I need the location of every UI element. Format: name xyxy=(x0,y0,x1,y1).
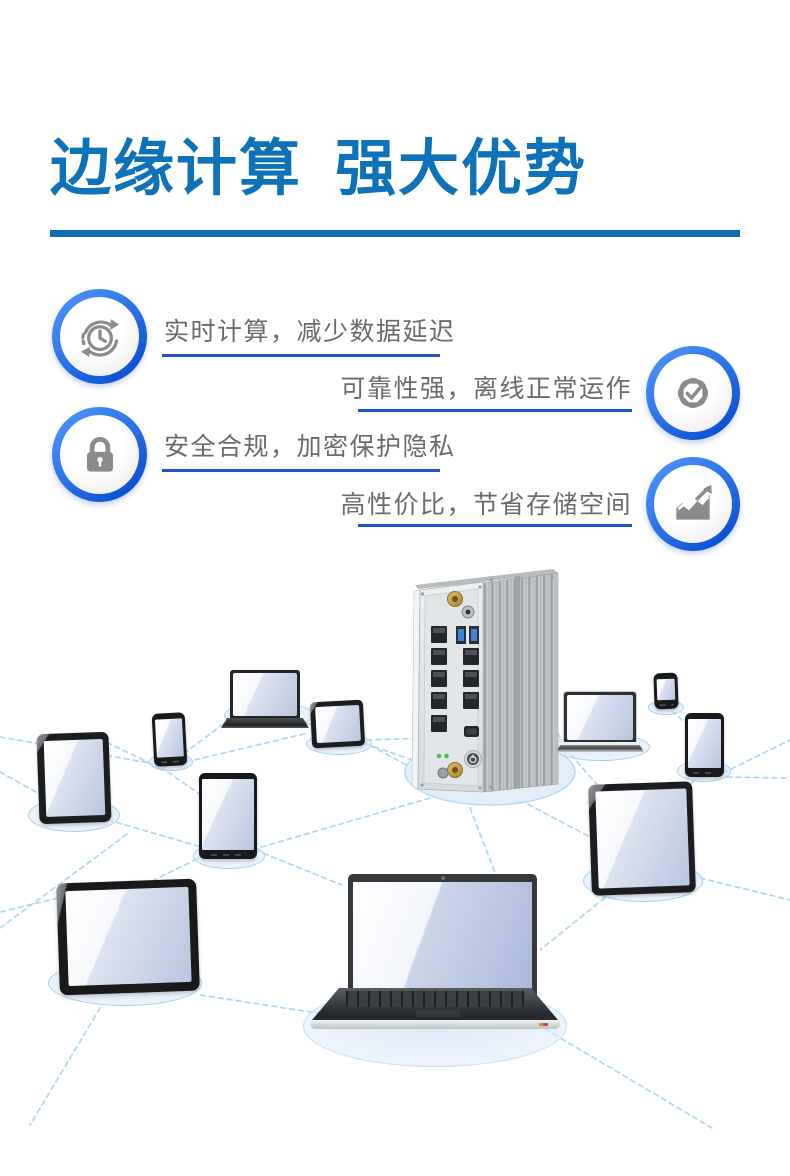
laptop-front-edge xyxy=(310,1020,560,1029)
page-title: 边缘计算 强大优势 xyxy=(50,134,587,202)
feature-label: 高性价比，节省存储空间 xyxy=(340,491,632,519)
laptop-keys xyxy=(346,991,524,1007)
device-laptop xyxy=(556,692,644,752)
power-button xyxy=(464,750,482,768)
usb-ports xyxy=(456,626,479,644)
feature-label: 安全合规，加密保护隐私 xyxy=(164,433,456,461)
chart-growth-icon xyxy=(676,484,712,520)
hdmi-port xyxy=(464,726,479,737)
device-screen xyxy=(233,673,297,716)
feature-icon-circle xyxy=(52,289,147,384)
feature-label: 可靠性强，离线正常运作 xyxy=(340,375,632,403)
laptop-base xyxy=(221,718,309,728)
device-tablet xyxy=(588,781,696,896)
device-phone xyxy=(151,712,188,767)
feature-underline xyxy=(162,469,440,472)
network-illustration xyxy=(0,560,790,1176)
feature-underline xyxy=(358,524,632,527)
device-screen xyxy=(595,788,690,889)
device-laptop-large xyxy=(310,866,560,1036)
feature-label: 实时计算，减少数据延迟 xyxy=(164,318,456,346)
device-screen xyxy=(65,886,192,987)
device-laptop xyxy=(221,670,309,728)
feature-icon-circle xyxy=(646,346,740,440)
status-leds xyxy=(436,753,449,759)
laptop-keyboard-deck xyxy=(312,988,558,1020)
device-screen xyxy=(154,718,184,758)
device-screen xyxy=(688,719,721,768)
clock-sync-icon xyxy=(80,318,119,357)
clock-sync-icon xyxy=(60,297,139,376)
feature-underline xyxy=(358,409,632,412)
badge-check-icon xyxy=(654,354,732,432)
lock-icon xyxy=(86,436,113,472)
ethernet-ports xyxy=(431,626,479,732)
laptop-lid xyxy=(348,874,537,1001)
device-phone xyxy=(685,713,724,777)
device-phone xyxy=(199,773,257,859)
device-tablet xyxy=(36,731,112,825)
feature-underline xyxy=(162,354,440,357)
device-monitor xyxy=(56,878,200,996)
antenna-connectors xyxy=(437,591,475,779)
lock-icon xyxy=(60,415,139,494)
chart-growth-icon xyxy=(654,465,732,543)
edge-computer xyxy=(404,569,576,806)
device-phone xyxy=(653,672,679,710)
laptop-lid xyxy=(564,692,636,742)
laptop-trackpad xyxy=(416,1010,460,1017)
feature-icon-circle xyxy=(52,407,147,502)
feature-icon-circle xyxy=(646,457,740,551)
laptop-lid xyxy=(230,670,300,718)
device-tablet xyxy=(309,699,366,749)
device-screen xyxy=(202,779,254,850)
screws xyxy=(420,575,554,790)
title-divider xyxy=(50,230,740,237)
device-screen xyxy=(567,695,633,740)
device-screen xyxy=(43,738,106,817)
laptop-base xyxy=(556,742,644,752)
badge-check-icon xyxy=(677,377,709,409)
device-screen xyxy=(315,704,361,744)
device-screen xyxy=(656,678,676,701)
